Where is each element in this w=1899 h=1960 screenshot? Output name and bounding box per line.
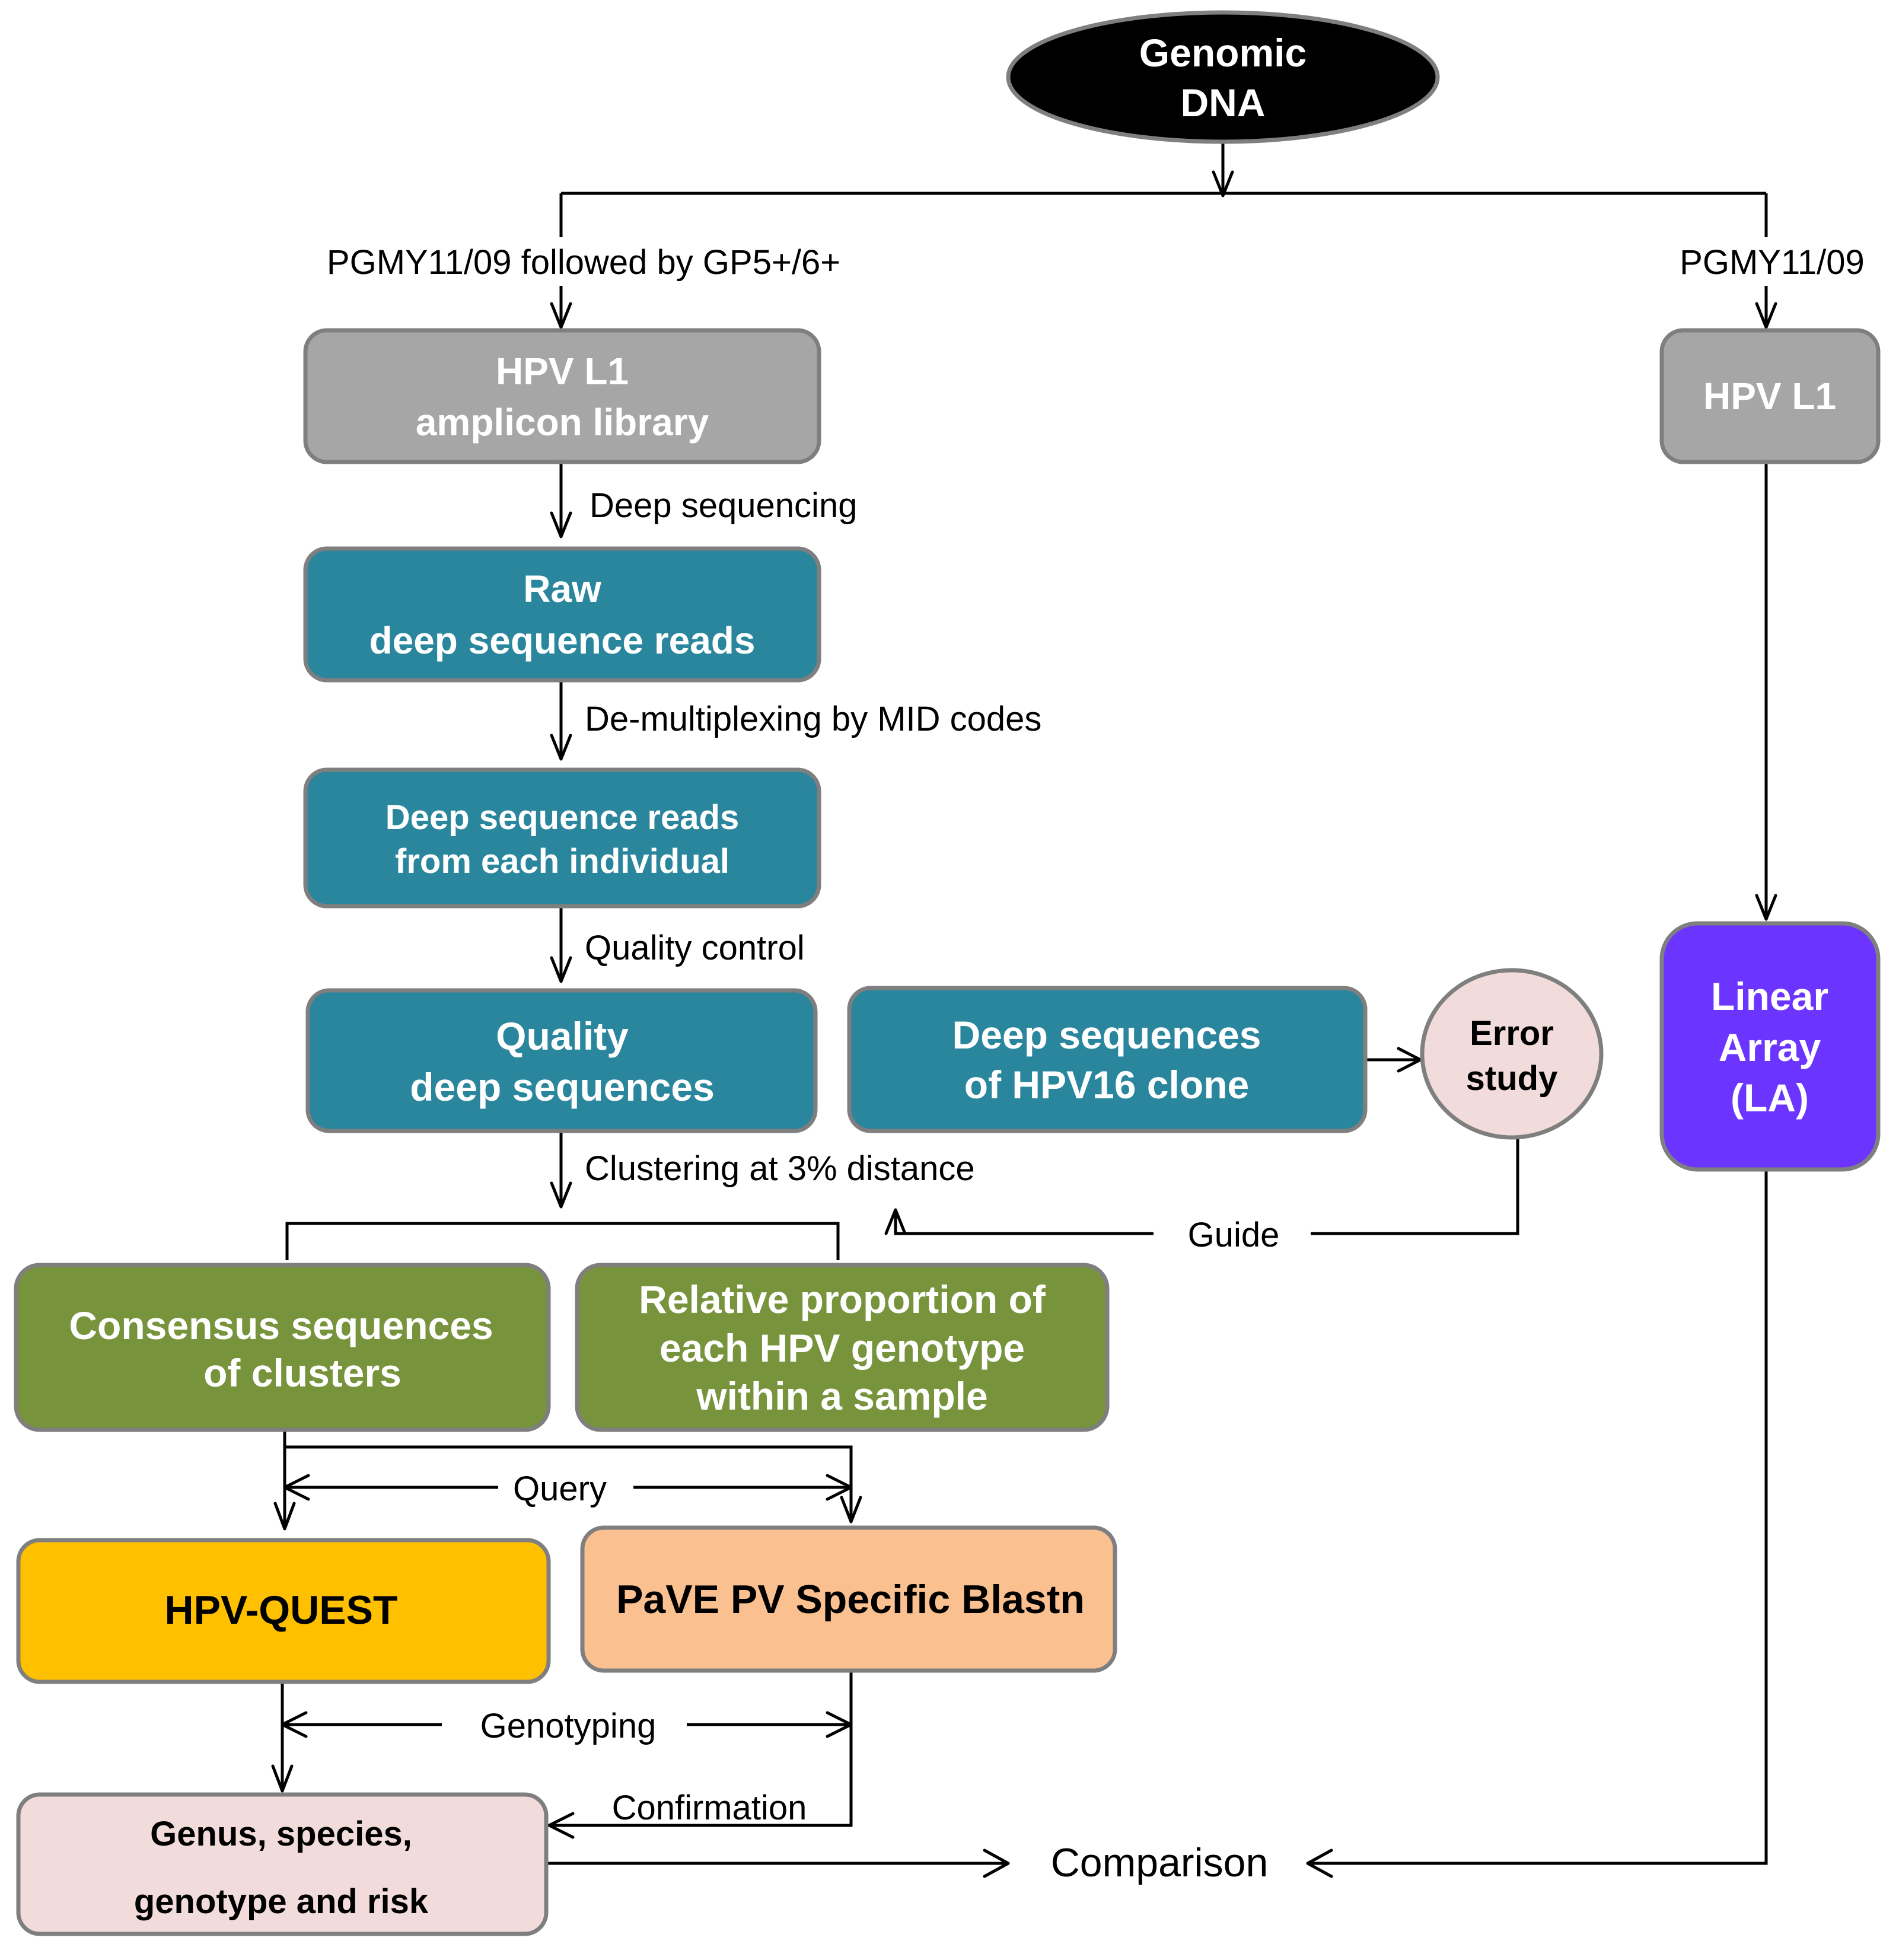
edge-label-clustering: Clustering at 3% distance bbox=[585, 1149, 975, 1188]
node-pave-blastn: PaVE PV Specific Blastn bbox=[580, 1525, 1117, 1673]
arrowhead-right-icon bbox=[826, 1711, 853, 1738]
edge-label-demultiplexing: De-multiplexing by MID codes bbox=[585, 700, 1041, 738]
relative-proportion-box bbox=[575, 1263, 1110, 1432]
arrowhead-down-icon bbox=[550, 511, 572, 538]
relative-proportion-line-3: within a sample bbox=[696, 1374, 987, 1418]
node-genus-species: Genus, species, genotype and risk bbox=[16, 1792, 549, 1936]
individual-reads-line-1: Deep sequence reads bbox=[385, 798, 739, 837]
raw-reads-line-1: Raw bbox=[523, 568, 601, 610]
node-linear-array: Linear Array (LA) bbox=[1659, 921, 1881, 1172]
genomic-dna-shape bbox=[1006, 10, 1440, 144]
linear-array-line-1: Linear bbox=[1711, 974, 1828, 1018]
genomic-dna-line-1: Genomic bbox=[1139, 31, 1307, 75]
node-quality-sequences: Quality deep sequences bbox=[305, 988, 818, 1133]
relative-proportion-line-2: each HPV genotype bbox=[659, 1326, 1025, 1370]
arrowhead-left-icon bbox=[547, 1812, 575, 1839]
pave-blastn-box bbox=[580, 1525, 1117, 1673]
error-study-line-1: Error bbox=[1470, 1014, 1554, 1053]
connector-consensus-to-pave bbox=[285, 1445, 853, 1522]
connector-error-guide-right bbox=[1311, 1137, 1519, 1235]
arrowhead-down-icon bbox=[273, 1502, 296, 1531]
arrowhead-down-icon bbox=[1755, 302, 1777, 329]
genomic-dna-line-2: DNA bbox=[1181, 81, 1266, 125]
hpv-l1-right-box bbox=[1659, 328, 1881, 464]
arrowhead-down-icon bbox=[840, 1496, 862, 1524]
connector-cluster-bracket bbox=[285, 1222, 840, 1260]
error-study-circle bbox=[1420, 968, 1604, 1140]
quality-sequences-box bbox=[305, 988, 818, 1133]
genus-species-line-2: genotype and risk bbox=[134, 1882, 429, 1921]
connector-la-to-comparison bbox=[1308, 1170, 1768, 1865]
quality-sequences-line-2: deep sequences bbox=[410, 1065, 715, 1109]
arrowhead-left-icon bbox=[283, 1474, 310, 1501]
amplicon-library-line-1: HPV L1 bbox=[496, 350, 629, 393]
arrowhead-left-icon bbox=[281, 1711, 308, 1738]
error-study-line-2: study bbox=[1466, 1059, 1558, 1098]
node-hpv16-clone: Deep sequences of HPV16 clone bbox=[847, 986, 1368, 1133]
node-individual-reads: Deep sequence reads from each individual bbox=[303, 767, 821, 909]
hpv-l1-right-label: HPV L1 bbox=[1703, 375, 1836, 418]
arrowhead-left-icon bbox=[1306, 1849, 1333, 1878]
amplicon-library-box bbox=[303, 328, 821, 464]
connectors bbox=[271, 142, 1777, 1878]
edge-label-deep-sequencing: Deep sequencing bbox=[590, 486, 857, 525]
raw-reads-box bbox=[303, 546, 821, 683]
linear-array-line-2: Array bbox=[1719, 1025, 1821, 1069]
individual-reads-line-2: from each individual bbox=[395, 842, 729, 881]
arrowhead-right-icon bbox=[983, 1849, 1010, 1878]
hpv-quest-box bbox=[16, 1538, 551, 1684]
arrowhead-down-icon bbox=[1755, 894, 1777, 921]
arrowhead-down-icon bbox=[550, 302, 572, 329]
node-raw-reads: Raw deep sequence reads bbox=[303, 546, 821, 683]
node-relative-proportion: Relative proportion of each HPV genotype… bbox=[575, 1263, 1110, 1432]
raw-reads-line-2: deep sequence reads bbox=[369, 619, 756, 662]
consensus-box bbox=[14, 1263, 551, 1432]
arrowhead-down-icon bbox=[550, 1181, 572, 1209]
edge-label-guide: Guide bbox=[1188, 1216, 1280, 1254]
edge-label-genotyping: Genotyping bbox=[480, 1707, 657, 1745]
arrowhead-down-icon bbox=[550, 956, 572, 983]
hpv-quest-label: HPV-QUEST bbox=[165, 1588, 398, 1633]
connector-error-guide-left bbox=[894, 1210, 1154, 1235]
consensus-line-1: Consensus sequences bbox=[69, 1304, 493, 1347]
hpv16-clone-box bbox=[847, 986, 1368, 1133]
linear-array-box bbox=[1659, 921, 1881, 1172]
connector-pave-confirmation bbox=[549, 1671, 853, 1827]
edge-label-confirmation: Confirmation bbox=[612, 1789, 807, 1827]
node-consensus: Consensus sequences of clusters bbox=[14, 1263, 551, 1432]
genus-species-line-1: Genus, species, bbox=[150, 1815, 412, 1853]
genus-species-box bbox=[16, 1792, 549, 1936]
node-genomic-dna: Genomic DNA bbox=[1006, 10, 1440, 144]
arrowhead-down-icon bbox=[271, 1764, 294, 1793]
arrowhead-down-icon bbox=[1212, 170, 1234, 197]
arrowhead-down-icon bbox=[550, 734, 572, 761]
linear-array-line-3: (LA) bbox=[1731, 1076, 1809, 1120]
edge-label-right-primer: PGMY11/09 bbox=[1680, 243, 1865, 282]
arrowhead-right-icon bbox=[826, 1474, 853, 1501]
arrowhead-up-icon bbox=[884, 1208, 907, 1235]
individual-reads-box bbox=[303, 767, 821, 909]
amplicon-library-line-2: amplicon library bbox=[416, 401, 709, 444]
consensus-line-2: of clusters bbox=[203, 1351, 402, 1395]
node-error-study: Error study bbox=[1420, 968, 1604, 1140]
pave-blastn-label: PaVE PV Specific Blastn bbox=[616, 1577, 1085, 1622]
hpv16-clone-line-1: Deep sequences bbox=[952, 1013, 1261, 1057]
edge-label-left-primer: PGMY11/09 followed by GP5+/6+ bbox=[327, 243, 840, 282]
edge-labels: PGMY11/09 followed by GP5+/6+ PGMY11/09 … bbox=[327, 243, 1865, 1827]
comparison-label: Comparison bbox=[1051, 1840, 1269, 1885]
node-hpv-l1-right: HPV L1 bbox=[1659, 328, 1881, 464]
hpv16-clone-line-2: of HPV16 clone bbox=[964, 1063, 1249, 1107]
quality-sequences-line-1: Quality bbox=[496, 1014, 629, 1058]
relative-proportion-line-1: Relative proportion of bbox=[639, 1277, 1046, 1321]
edge-label-query: Query bbox=[513, 1470, 607, 1508]
node-hpv-quest: HPV-QUEST bbox=[16, 1538, 551, 1684]
node-amplicon-library: HPV L1 amplicon library bbox=[303, 328, 821, 464]
edge-label-quality-control: Quality control bbox=[585, 929, 805, 967]
